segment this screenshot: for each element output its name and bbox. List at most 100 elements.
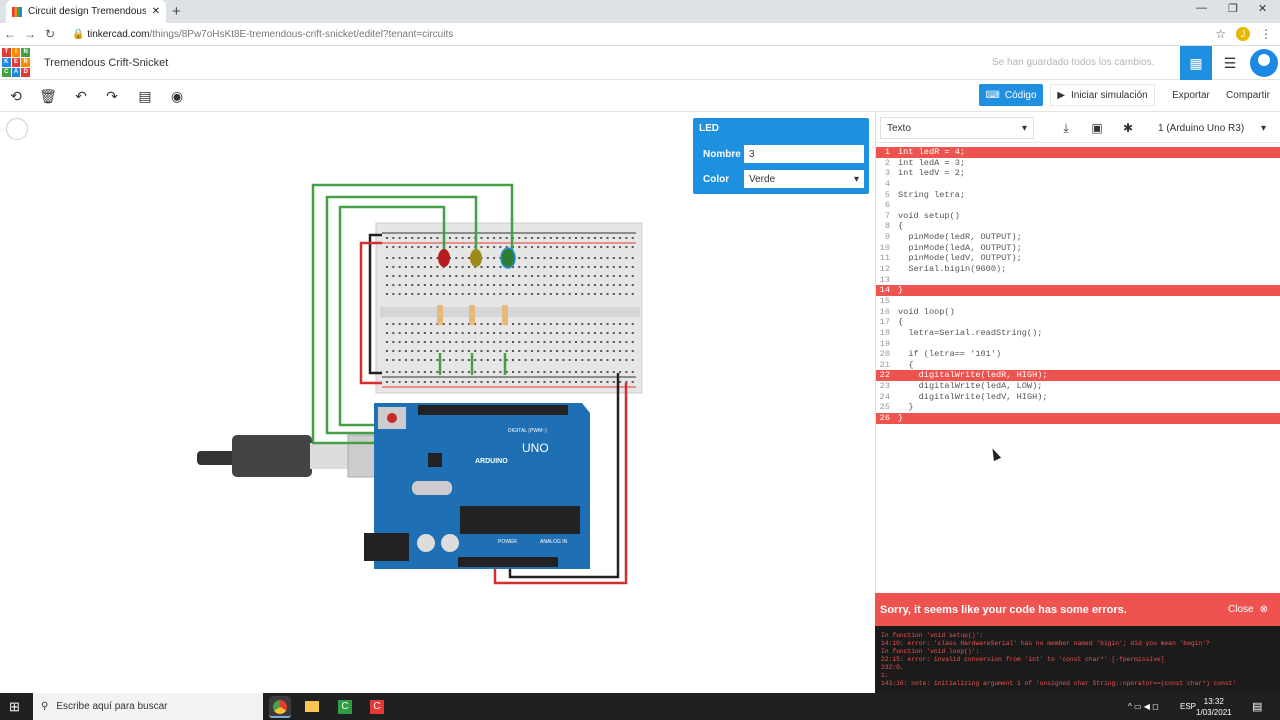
taskbar-search[interactable]: ⚲Escribe aquí para buscar bbox=[33, 693, 263, 720]
code-line[interactable]: 21 { bbox=[876, 360, 1280, 371]
minimize-icon[interactable]: — bbox=[1196, 2, 1207, 14]
code-line[interactable]: 10 pinMode(ledA, OUTPUT); bbox=[876, 243, 1280, 254]
circuit-drawing[interactable]: ARDUINO UNO DIGITAL (PWM~) POWER ANALOG … bbox=[0, 113, 875, 693]
power-label: POWER bbox=[498, 539, 517, 545]
line-number: 12 bbox=[879, 264, 890, 275]
code-line[interactable]: 15 bbox=[876, 296, 1280, 307]
file-explorer-icon[interactable] bbox=[301, 696, 323, 718]
code-line[interactable]: 12 Serial.bigin(9600); bbox=[876, 264, 1280, 275]
camtasia-green-icon[interactable]: C bbox=[334, 696, 356, 718]
language-indicator[interactable]: ESP bbox=[1180, 702, 1197, 711]
project-title[interactable]: Tremendous Crift-Snicket bbox=[44, 57, 169, 69]
delete-icon[interactable]: 🗑 bbox=[39, 88, 57, 104]
close-errors-button[interactable]: Close⊗ bbox=[1228, 604, 1268, 615]
line-number: 26 bbox=[879, 413, 890, 424]
chip-icon: ▦ bbox=[1189, 54, 1203, 71]
undo-icon[interactable]: ↶ bbox=[75, 88, 87, 104]
components-list-button[interactable]: ☰ bbox=[1216, 46, 1244, 80]
chevron-down-icon: ▾ bbox=[853, 173, 859, 185]
code-button[interactable]: ⌨Código bbox=[979, 84, 1043, 106]
close-window-icon[interactable]: ✕ bbox=[1258, 3, 1268, 15]
board-select[interactable]: 1 (Arduino Uno R3)▾ bbox=[1152, 117, 1272, 139]
url-field[interactable]: 🔒 tinkercad.com/things/8Pw7oHsKt8E-treme… bbox=[72, 29, 1215, 40]
name-field-row[interactable]: Nombre 3 bbox=[697, 144, 865, 164]
code-mode-select[interactable]: Texto▾ bbox=[880, 117, 1034, 139]
fit-view-icon[interactable] bbox=[6, 118, 28, 140]
library-icon[interactable]: ▣ bbox=[1091, 121, 1103, 135]
export-button[interactable]: Exportar bbox=[1172, 89, 1210, 101]
led-yellow bbox=[470, 249, 482, 267]
arduino-uno-board: ARDUINO UNO DIGITAL (PWM~) POWER ANALOG … bbox=[364, 403, 590, 569]
debug-icon[interactable]: ✱ bbox=[1122, 121, 1134, 135]
app-header bbox=[0, 46, 1280, 80]
name-input[interactable]: 3 bbox=[749, 148, 755, 160]
code-line[interactable]: 6 bbox=[876, 200, 1280, 211]
code-line[interactable]: 17{ bbox=[876, 317, 1280, 328]
reload-icon[interactable]: ↻ bbox=[44, 27, 56, 41]
line-number: 21 bbox=[879, 359, 890, 370]
code-line[interactable]: 19 bbox=[876, 339, 1280, 350]
system-tray-icons[interactable]: ^ ▭ ◀ ◻ bbox=[1128, 702, 1159, 711]
new-tab-icon[interactable]: + bbox=[172, 3, 181, 20]
download-icon[interactable]: ⤓ bbox=[1063, 121, 1069, 135]
back-icon[interactable]: ← bbox=[4, 27, 16, 41]
color-field-row[interactable]: Color Verde▾ bbox=[697, 169, 865, 189]
code-line[interactable]: 13 bbox=[876, 275, 1280, 286]
code-line[interactable]: 9 pinMode(ledR, OUTPUT); bbox=[876, 232, 1280, 243]
rotate-icon[interactable]: ⟲ bbox=[10, 88, 22, 104]
close-tab-icon[interactable]: ✕ bbox=[151, 6, 160, 17]
code-text: pinMode(ledV, OUTPUT); bbox=[898, 253, 1022, 264]
color-select[interactable]: Verde▾ bbox=[744, 170, 864, 188]
code-line[interactable]: 14} bbox=[876, 285, 1280, 296]
code-line[interactable]: 20 if (letra== '101') bbox=[876, 349, 1280, 360]
line-number: 4 bbox=[884, 178, 890, 189]
profile-avatar[interactable]: J bbox=[1236, 27, 1250, 41]
code-line[interactable]: 23 digitalWrite(ledA, LOW); bbox=[876, 381, 1280, 392]
visibility-icon[interactable]: ◉ bbox=[170, 88, 184, 104]
code-line[interactable]: 26} bbox=[876, 413, 1280, 424]
chrome-taskbar-icon[interactable] bbox=[269, 696, 291, 718]
board-value: 1 (Arduino Uno R3) bbox=[1158, 122, 1245, 134]
circuit-view-button[interactable]: ▦ bbox=[1180, 46, 1212, 80]
maximize-icon[interactable]: ❐ bbox=[1228, 3, 1238, 15]
code-line[interactable]: 8{ bbox=[876, 221, 1280, 232]
code-line[interactable]: 25 } bbox=[876, 402, 1280, 413]
code-line[interactable]: 18 letra=Serial.readString(); bbox=[876, 328, 1280, 339]
led-red bbox=[438, 249, 450, 267]
notifications-icon[interactable]: ▤ bbox=[1252, 701, 1263, 713]
code-text: digitalWrite(ledA, LOW); bbox=[898, 381, 1043, 392]
browser-tab[interactable]: Circuit design Tremendous Crift- ✕ bbox=[6, 0, 166, 23]
forward-icon[interactable]: → bbox=[24, 27, 36, 41]
table-icon: ☰ bbox=[1223, 54, 1237, 71]
windows-start-icon[interactable]: ⊞ bbox=[9, 699, 20, 714]
star-icon[interactable]: ☆ bbox=[1215, 27, 1226, 41]
notes-icon[interactable]: ▤ bbox=[138, 88, 152, 104]
editor-toolbar bbox=[0, 80, 1280, 112]
line-number: 2 bbox=[884, 157, 890, 168]
code-line[interactable]: 4 bbox=[876, 179, 1280, 190]
address-bar: ← → ↻ 🔒 tinkercad.com/things/8Pw7oHsKt8E… bbox=[0, 23, 1280, 46]
line-number: 11 bbox=[879, 253, 890, 264]
line-number: 17 bbox=[879, 317, 890, 328]
share-button[interactable]: Compartir bbox=[1226, 89, 1270, 101]
redo-icon[interactable]: ↷ bbox=[106, 88, 118, 104]
start-simulation-button[interactable]: ▶Iniciar simulación bbox=[1050, 84, 1155, 106]
line-number: 1 bbox=[884, 147, 890, 157]
user-avatar[interactable] bbox=[1250, 49, 1278, 77]
error-log-line: In function 'void setup()': bbox=[881, 632, 984, 639]
camtasia-red-icon[interactable]: C bbox=[366, 696, 388, 718]
code-line[interactable]: 22 digitalWrite(ledR, HIGH); bbox=[876, 370, 1280, 382]
code-line[interactable]: 24 digitalWrite(ledV, HIGH); bbox=[876, 392, 1280, 403]
code-text: void loop() bbox=[898, 306, 955, 317]
code-line[interactable]: 11 pinMode(ledV, OUTPUT); bbox=[876, 253, 1280, 264]
browser-menu-icon[interactable]: ⋮ bbox=[1260, 27, 1272, 41]
